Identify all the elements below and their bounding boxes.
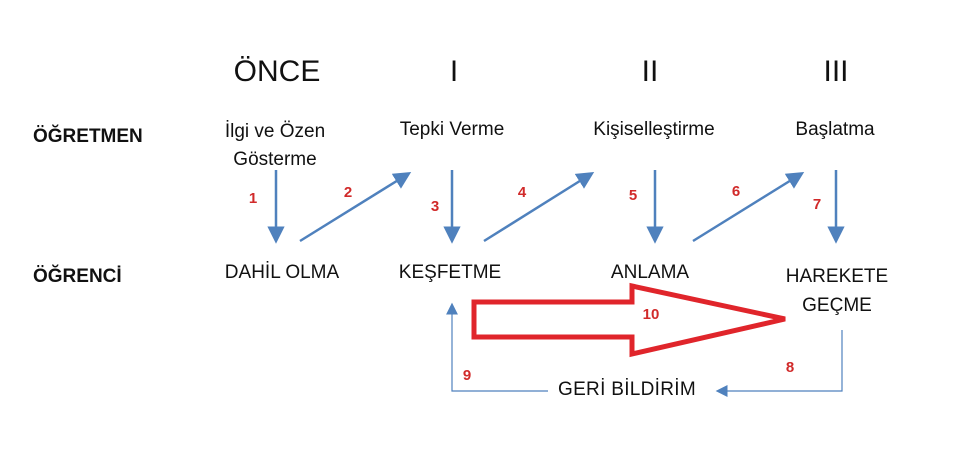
arrow-8-feedback-in [715, 330, 843, 397]
teacher-step-initiating: Başlatma [795, 119, 875, 140]
phase-header-1: I [449, 55, 459, 88]
arrow-number-7: 7 [812, 196, 822, 213]
student-step-involvement: DAHİL OLMA [224, 262, 340, 283]
role-label-student: ÖĞRENCİ [33, 266, 122, 287]
teacher-step-responding: Tepki Verme [399, 119, 505, 140]
feedback-label: GERİ BİLDİRİM [558, 379, 696, 400]
role-label-teacher: ÖĞRETMEN [33, 126, 143, 147]
arrow-number-4: 4 [517, 184, 527, 201]
arrow-number-8: 8 [785, 359, 795, 376]
arrow-number-5: 5 [628, 187, 638, 204]
arrow-number-6: 6 [731, 183, 741, 200]
arrow-10-big-red [471, 282, 786, 358]
teacher-step-personalizing: Kişiselleştirme [593, 119, 715, 140]
arrow-number-9: 9 [462, 367, 472, 384]
arrow-6-diagonal [692, 172, 805, 243]
student-step-exploring: KEŞFETME [398, 262, 502, 283]
student-step-understanding: ANLAMA [610, 262, 690, 283]
student-step-acting: HAREKETE GEÇME [785, 266, 889, 316]
arrow-number-1: 1 [248, 190, 258, 207]
arrow-4-diagonal [483, 172, 595, 243]
arrow-2-diagonal [299, 172, 412, 243]
arrow-number-10: 10 [642, 306, 660, 323]
phase-header-3: III [823, 55, 849, 88]
arrow-9-feedback-out [446, 302, 548, 392]
arrow-number-2: 2 [343, 184, 353, 201]
teacher-step-attention: İlgi ve Özen Gösterme [224, 121, 326, 170]
arrow-number-3: 3 [430, 198, 440, 215]
phase-header-2: II [641, 55, 659, 88]
phase-header-once: ÖNCE [233, 55, 321, 88]
